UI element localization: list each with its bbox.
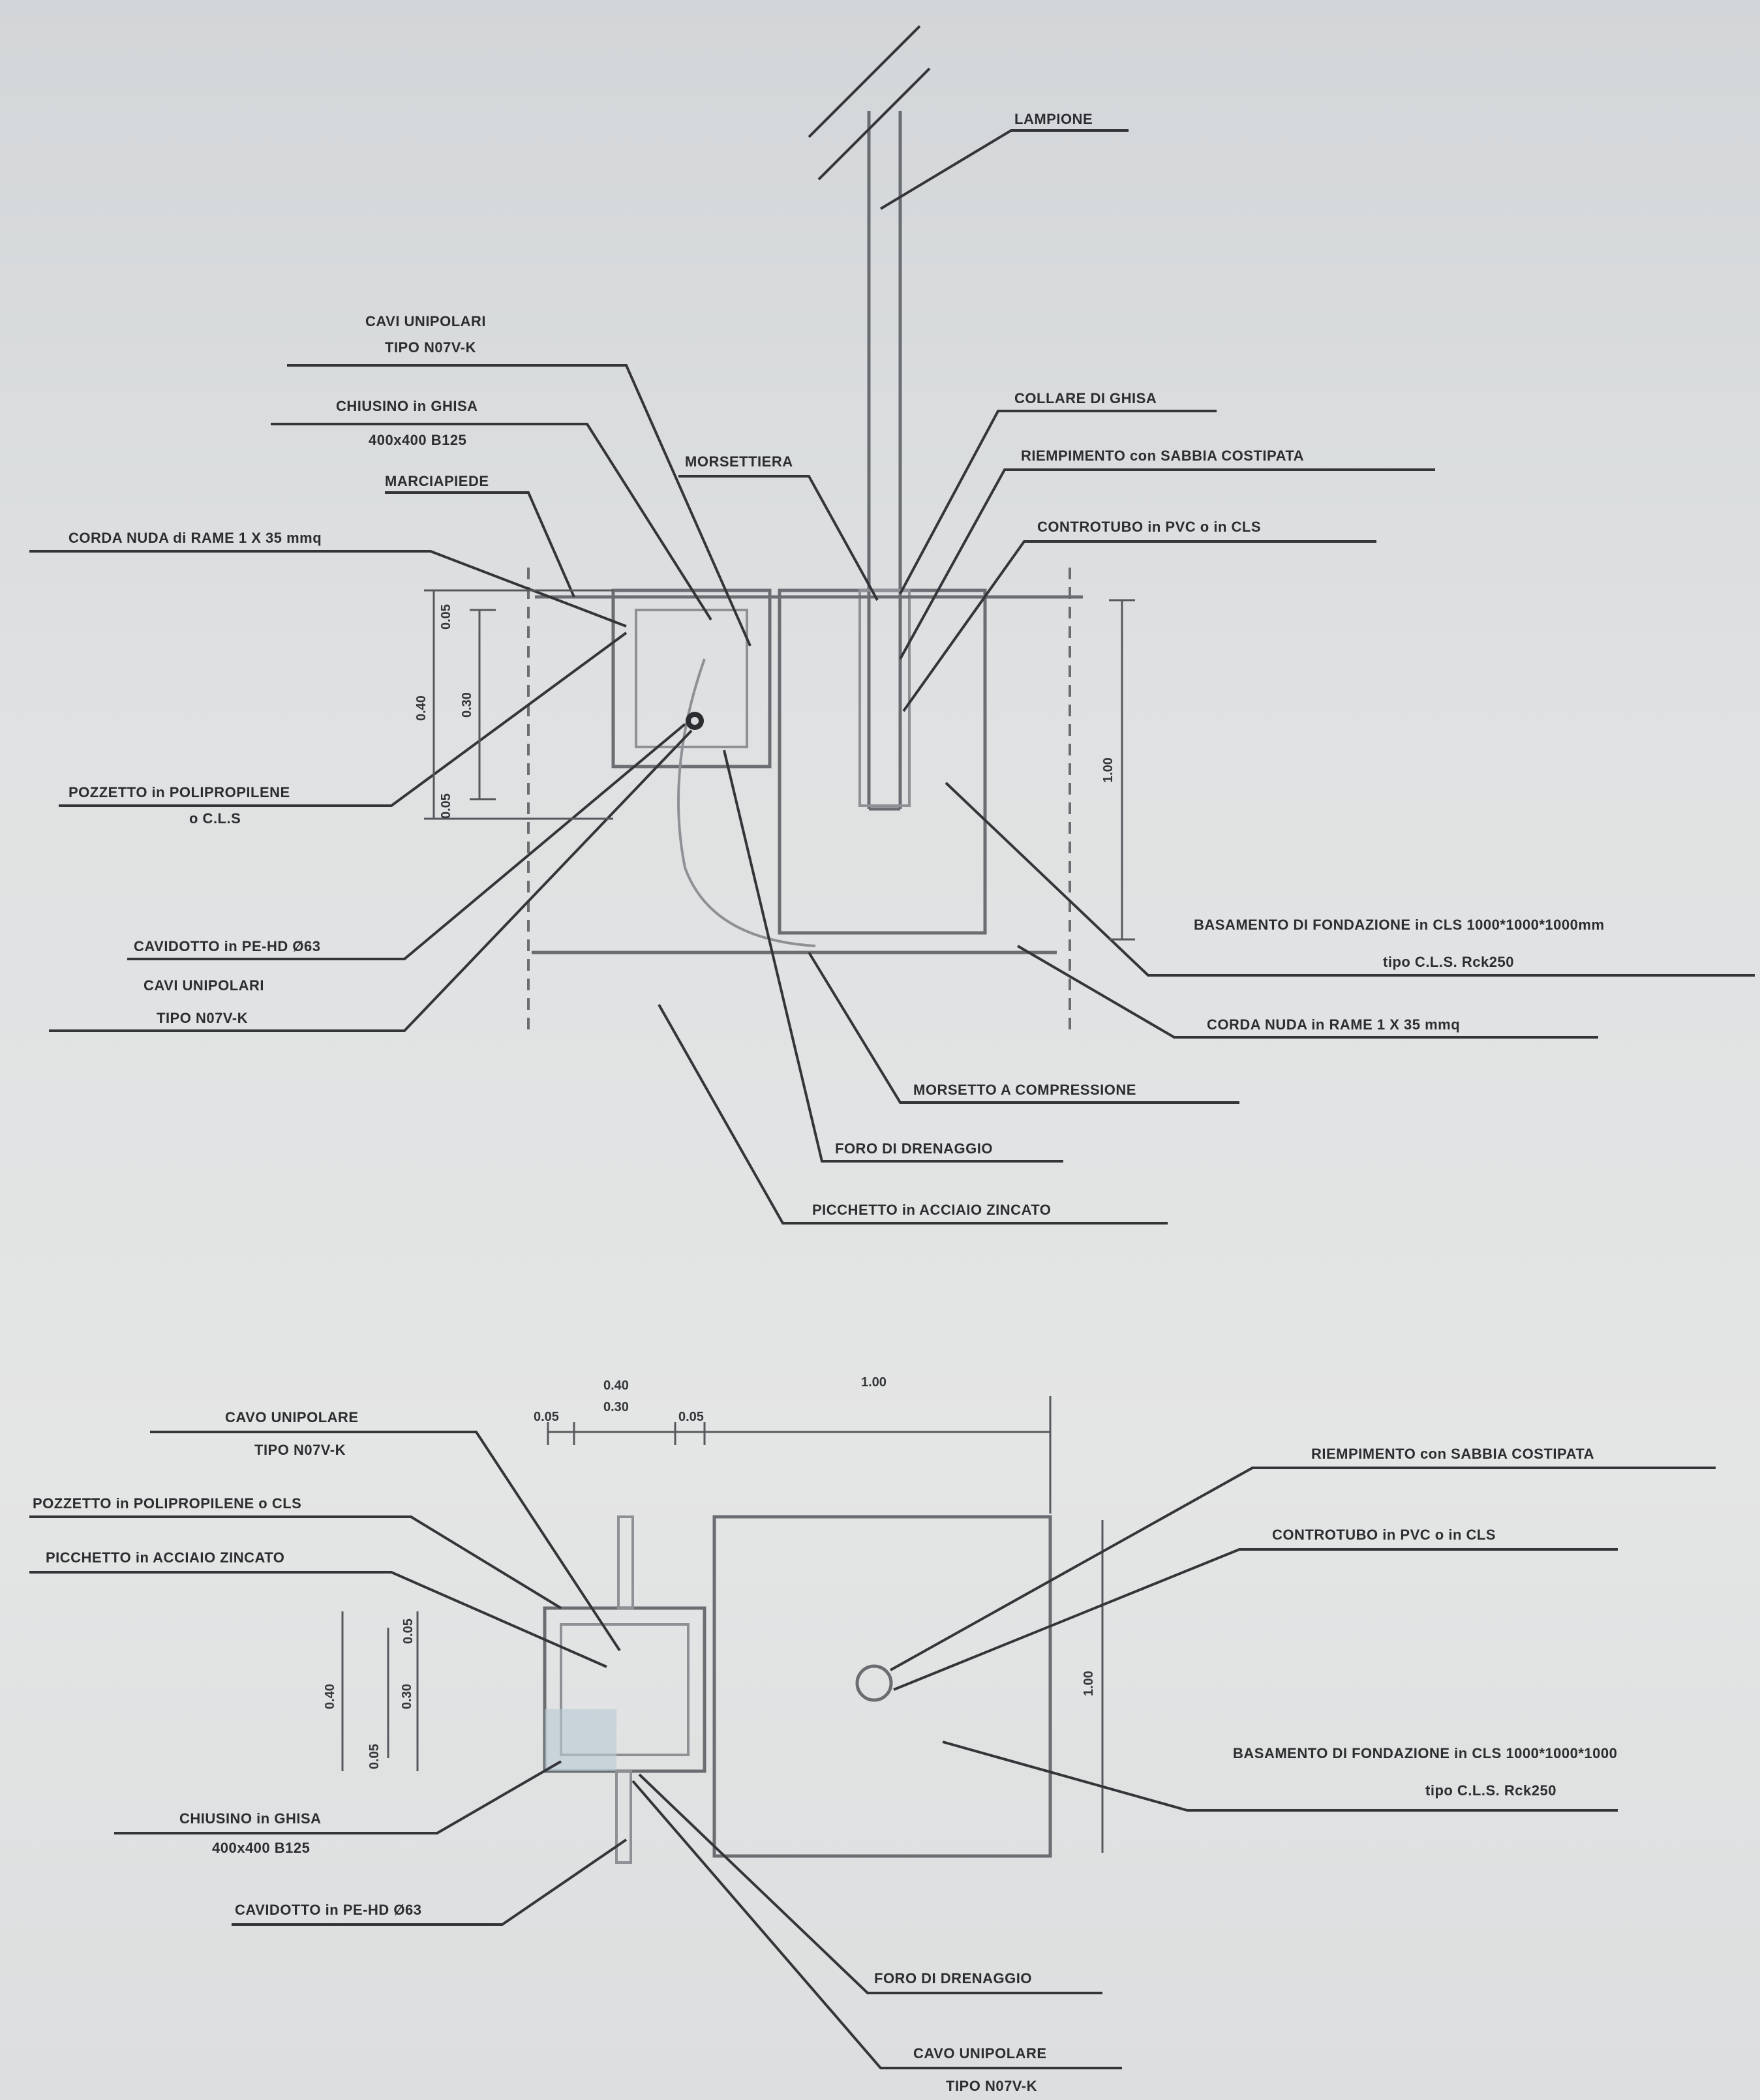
sleeve-tube: [858, 589, 911, 807]
dim-section-pozzetto: 0.40: [414, 695, 429, 721]
label-morsettiera: MORSETTIERA: [685, 453, 793, 470]
label-marciapiede: MARCIAPIEDE: [385, 473, 489, 489]
label-morsetto: MORSETTO A COMPRESSIONE: [913, 1082, 1136, 1098]
plan-dim-040: 0.40: [603, 1378, 629, 1393]
section-view: LAMPIONE CAVI UNIPOLARI TIPO N07V-K CHIU…: [29, 25, 1755, 1225]
plan-dim-100: 1.00: [861, 1375, 887, 1390]
plan-label-pozzetto: POZZETTO in POLIPROPILENE o CLS: [33, 1495, 301, 1512]
plan-label-cavidotto: CAVIDOTTO in PE-HD Ø63: [235, 1902, 421, 1918]
pozzetto-inner: [635, 609, 748, 748]
label-cavi-unipolari-1: CAVI UNIPOLARI: [365, 313, 486, 329]
plan-label-cavo-bottom-1: CAVO UNIPOLARE: [913, 2045, 1047, 2062]
plan-cavidotto-bottom: [615, 1770, 632, 1864]
plan-label-riempimento: RIEMPIMENTO con SABBIA COSTIPATA: [1311, 1446, 1594, 1462]
label-cavi-unipolari-2: TIPO N07V-K: [385, 339, 476, 356]
label-riempimento: RIEMPIMENTO con SABBIA COSTIPATA: [1021, 448, 1304, 464]
label-collare: COLLARE DI GHISA: [1014, 390, 1157, 406]
plan-pozzetto-inner: [560, 1623, 690, 1756]
label-chiusino-1: CHIUSINO in GHISA: [336, 398, 478, 414]
label-corda-nuda-bottom: CORDA NUDA in RAME 1 X 35 mmq: [1207, 1016, 1460, 1033]
label-pozzetto-2: o C.L.S: [189, 810, 241, 827]
plan-dim-005a: 0.05: [534, 1410, 559, 1424]
plan-label-cavo-top-1: CAVO UNIPOLARE: [225, 1409, 359, 1425]
plan-label-chiusino-2: 400x400 B125: [212, 1840, 310, 1856]
dim-section-basamento: 1.00: [1101, 757, 1115, 783]
label-chiusino-2: 400x400 B125: [369, 432, 466, 448]
label-cavi-unipolari-bottom-1: CAVI UNIPOLARI: [144, 977, 264, 994]
label-controtubo: CONTROTUBO in PVC o in CLS: [1037, 519, 1261, 535]
dim-section-bottom: 0.05: [439, 793, 453, 819]
plan-label-basamento-2: tipo C.L.S. Rck250: [1425, 1782, 1556, 1799]
plan-dim-v-005b: 0.05: [367, 1744, 382, 1769]
label-foro: FORO DI DRENAGGIO: [835, 1140, 993, 1157]
plan-dim-v-040: 0.40: [323, 1684, 337, 1709]
plan-dim-side-100: 1.00: [1082, 1671, 1096, 1696]
plan-dim-v-005a: 0.05: [401, 1619, 416, 1644]
plan-pole: [855, 1664, 893, 1702]
section-dimensions: [424, 589, 1135, 941]
plan-dim-v-030: 0.30: [400, 1684, 414, 1709]
label-pozzetto-1: POZZETTO in POLIPROPILENE: [68, 784, 290, 800]
plan-label-controtubo: CONTROTUBO in PVC o in CLS: [1272, 1527, 1496, 1543]
label-cavidotto: CAVIDOTTO in PE-HD Ø63: [134, 938, 320, 954]
label-lampione: LAMPIONE: [1014, 111, 1093, 127]
plan-dim-005b: 0.05: [678, 1410, 704, 1424]
label-cavi-unipolari-bottom-2: TIPO N07V-K: [157, 1010, 248, 1026]
plan-dim-030: 0.30: [603, 1400, 629, 1414]
plan-label-foro: FORO DI DRENAGGIO: [874, 1970, 1032, 1986]
plan-label-cavo-bottom-2: TIPO N07V-K: [946, 2078, 1037, 2094]
label-picchetto: PICCHETTO in ACCIAIO ZINCATO: [812, 1202, 1051, 1218]
plan-label-basamento-1: BASAMENTO DI FONDAZIONE in CLS 1000*1000…: [1233, 1745, 1617, 1761]
plan-label-picchetto: PICCHETTO in ACCIAIO ZINCATO: [46, 1549, 284, 1566]
plan-label-chiusino-1: CHIUSINO in GHISA: [179, 1810, 322, 1827]
dim-section-inner: 0.30: [460, 692, 474, 718]
dim-section-top: 0.05: [439, 604, 453, 630]
plan-cavidotto-top: [617, 1515, 634, 1609]
plan-label-cavo-top-2: TIPO N07V-K: [254, 1442, 346, 1458]
plan-view: CAVO UNIPOLARE TIPO N07V-K POZZETTO in P…: [29, 1375, 1716, 2094]
plan-dimensions: [341, 1396, 1104, 1853]
label-basamento-1: BASAMENTO DI FONDAZIONE in CLS 1000*1000…: [1194, 917, 1605, 933]
label-corda-nuda-top: CORDA NUDA di RAME 1 X 35 mmq: [68, 530, 322, 546]
plan-basamento: [712, 1515, 1052, 1858]
lamp-pole: [808, 25, 931, 811]
label-basamento-2: tipo C.L.S. Rck250: [1383, 954, 1514, 970]
